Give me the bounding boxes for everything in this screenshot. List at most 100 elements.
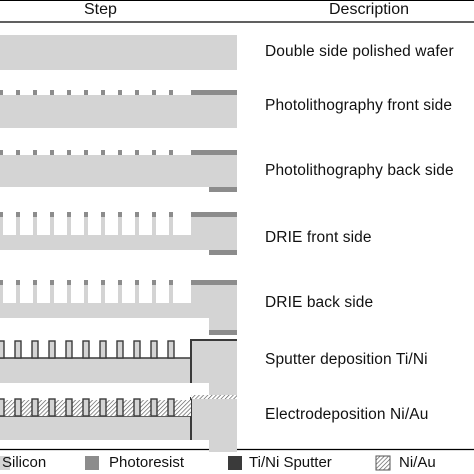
photoresist-segment-10 xyxy=(169,280,173,285)
process-step-1 xyxy=(0,35,237,70)
silicon-wafer xyxy=(0,95,237,128)
photoresist-segment-6 xyxy=(101,280,105,285)
silicon-pillar-8 xyxy=(135,217,139,235)
silicon-pillar-0 xyxy=(0,285,3,303)
coated-pillar-8 xyxy=(133,340,141,359)
photoresist-segment-10 xyxy=(169,150,173,155)
backside-photoresist xyxy=(209,187,237,192)
silicon-base xyxy=(0,303,191,318)
process-step-2 xyxy=(0,90,237,128)
photoresist-segment-0 xyxy=(0,280,3,285)
coated-pillar-1 xyxy=(14,398,22,417)
coated-pillar-2 xyxy=(31,398,39,417)
coated-pillar-10 xyxy=(167,398,175,417)
coated-pillar-1 xyxy=(14,340,22,359)
coated-pillar-9 xyxy=(150,340,158,359)
photoresist-segment-5 xyxy=(84,280,88,285)
photoresist-segment-9 xyxy=(152,90,156,95)
photoresist-segment-2 xyxy=(33,150,37,155)
photoresist-segment-1 xyxy=(16,280,20,285)
coated-pillar-6 xyxy=(99,398,107,417)
photoresist-segment-4 xyxy=(67,212,71,217)
legend-swatch-0 xyxy=(0,456,10,470)
step-7-description: Electrodeposition Ni/Au xyxy=(265,406,429,423)
photoresist-segment-1 xyxy=(16,212,20,217)
coated-pillar-3 xyxy=(48,398,56,417)
photoresist-mold-pad xyxy=(191,212,237,217)
silicon-pillar-5 xyxy=(84,217,88,235)
silicon-wafer xyxy=(0,35,237,70)
silicon-pillar-1 xyxy=(16,285,20,303)
coated-pillar-0 xyxy=(0,398,5,417)
photoresist-segment-6 xyxy=(101,212,105,217)
process-step-3 xyxy=(0,150,237,192)
coated-pillar-9 xyxy=(150,398,158,417)
photoresist-mold-pad xyxy=(191,90,237,95)
silicon-pillar-10 xyxy=(169,285,173,303)
photoresist-segment-8 xyxy=(135,150,139,155)
photoresist-mold-pad xyxy=(191,150,237,155)
description-column-header: Description xyxy=(329,1,410,18)
photoresist-segment-5 xyxy=(84,90,88,95)
photoresist-segment-9 xyxy=(152,212,156,217)
silicon-pillar-1 xyxy=(16,217,20,235)
coated-pillar-4 xyxy=(65,398,73,417)
process-step-6 xyxy=(0,339,237,395)
silicon-pillar-2 xyxy=(33,217,37,235)
step-6-description: Sputter deposition Ti/Ni xyxy=(265,351,428,368)
coated-pillar-7 xyxy=(116,340,124,359)
photoresist-segment-3 xyxy=(50,280,54,285)
silicon-base xyxy=(0,358,191,383)
backside-photoresist xyxy=(209,250,237,255)
legend-label-silicon: Silicon xyxy=(2,454,47,471)
photoresist-mold-pad xyxy=(191,280,237,285)
photoresist-segment-7 xyxy=(118,150,122,155)
coated-pillar-2 xyxy=(31,340,39,359)
back-etched-silicon xyxy=(209,318,237,330)
silicon-pillar-2 xyxy=(33,285,37,303)
silicon-block xyxy=(191,285,237,318)
process-step-7 xyxy=(0,395,237,452)
backside-photoresist xyxy=(209,330,237,335)
silicon-back-ledge xyxy=(209,383,237,395)
silicon-pillar-3 xyxy=(50,217,54,235)
photoresist-segment-9 xyxy=(152,280,156,285)
photoresist-segment-8 xyxy=(135,280,139,285)
silicon-pillar-6 xyxy=(101,285,105,303)
step-5-description: DRIE back side xyxy=(265,294,374,311)
photoresist-segment-5 xyxy=(84,212,88,217)
silicon-pillar-3 xyxy=(50,285,54,303)
photoresist-segment-10 xyxy=(169,90,173,95)
legend-label-photoresist: Photoresist xyxy=(109,454,185,471)
photoresist-segment-6 xyxy=(101,90,105,95)
coated-pillar-5 xyxy=(82,340,90,359)
step-4-description: DRIE front side xyxy=(265,229,372,246)
coated-pillar-3 xyxy=(48,340,56,359)
photoresist-segment-9 xyxy=(152,150,156,155)
photoresist-segment-10 xyxy=(169,212,173,217)
ni-au-fill xyxy=(0,400,191,416)
photoresist-segment-4 xyxy=(67,150,71,155)
coated-pillar-6 xyxy=(99,340,107,359)
photoresist-segment-2 xyxy=(33,212,37,217)
silicon-pillar-7 xyxy=(118,285,122,303)
process-step-5 xyxy=(0,280,237,335)
silicon-pillar-9 xyxy=(152,285,156,303)
photoresist-segment-7 xyxy=(118,212,122,217)
photoresist-segment-2 xyxy=(33,280,37,285)
silicon-pillar-5 xyxy=(84,285,88,303)
sputter-block-outline xyxy=(190,339,237,383)
coated-pillar-4 xyxy=(65,340,73,359)
silicon-block xyxy=(191,398,237,440)
silicon-wafer xyxy=(0,155,237,187)
silicon-pillar-0 xyxy=(0,217,3,235)
silicon-pillar-6 xyxy=(101,217,105,235)
photoresist-segment-0 xyxy=(0,90,3,95)
step-2-description: Photolithography front side xyxy=(265,97,453,114)
coated-pillar-10 xyxy=(167,340,175,359)
silicon-pillar-4 xyxy=(67,217,71,235)
process-step-4 xyxy=(0,212,237,255)
legend-label-ni-au: Ni/Au xyxy=(399,454,436,471)
coated-pillar-5 xyxy=(82,398,90,417)
